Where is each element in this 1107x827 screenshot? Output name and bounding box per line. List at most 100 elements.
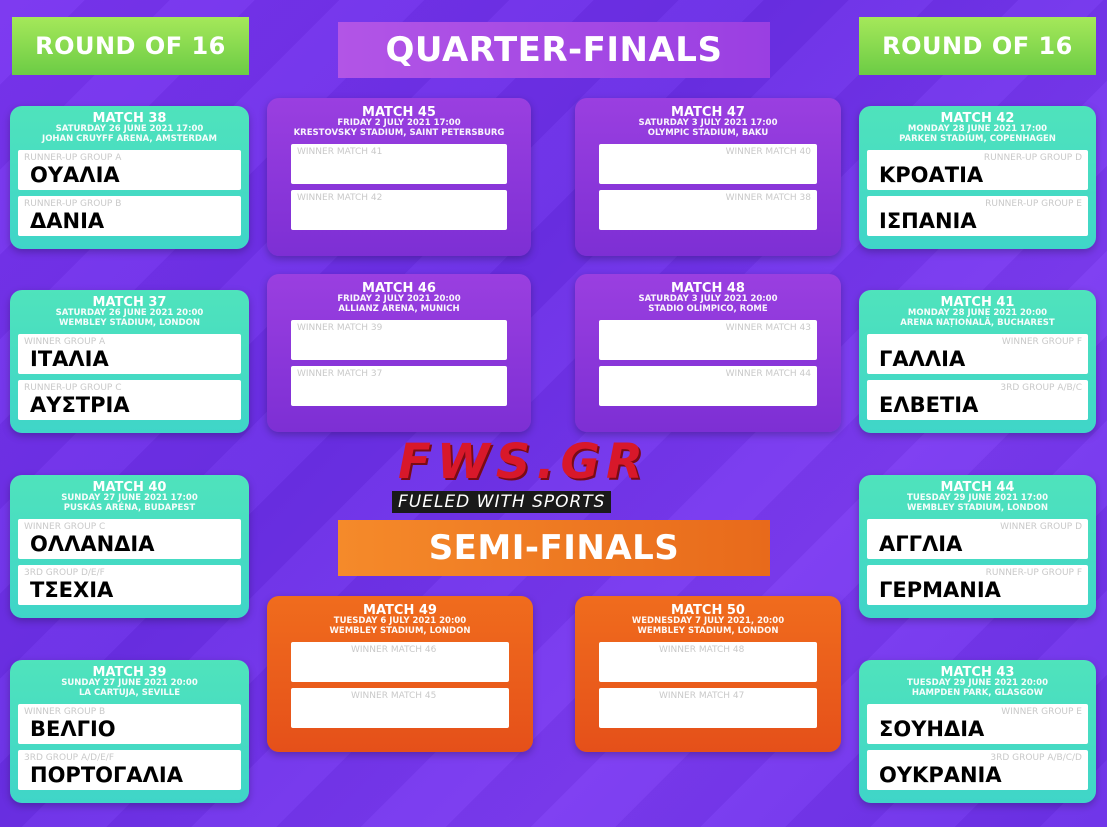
match-title: MATCH 38: [92, 111, 167, 126]
match-card-right-r16-2: MATCH 41 MONDAY 28 JUNE 2021 20:00 ARENA…: [859, 290, 1096, 433]
team-slot[interactable]: 3RD GROUP A/D/E/F ΠΟΡΤΟΓΑΛΙΑ: [18, 750, 241, 790]
team-slot[interactable]: RUNNER-UP GROUP C ΑΥΣΤΡΙΑ: [18, 380, 241, 420]
match-title: MATCH 37: [92, 295, 167, 310]
team-slot[interactable]: WINNER MATCH 41: [291, 144, 507, 184]
match-card-sf-49: MATCH 49 TUESDAY 6 JULY 2021 20:00 WEMBL…: [267, 596, 533, 752]
team-name: ΒΕΛΓΙΟ: [30, 717, 116, 741]
team-name: ΑΓΓΛΙΑ: [879, 532, 963, 556]
team-slot[interactable]: WINNER GROUP E ΣΟΥΗΔΙΑ: [867, 704, 1088, 744]
team-slot[interactable]: RUNNER-UP GROUP B ΔΑΝΙΑ: [18, 196, 241, 236]
match-venue: PARKEN STADIUM, COPENHAGEN: [899, 133, 1056, 144]
slot-label: WINNER MATCH 37: [297, 369, 383, 379]
match-card-left-r16-2: MATCH 37 SATURDAY 26 JUNE 2021 20:00 WEM…: [10, 290, 249, 433]
slot-label: 3RD GROUP A/B/C: [1000, 383, 1082, 393]
match-date: MONDAY 28 JUNE 2021 20:00: [907, 308, 1048, 318]
match-venue: KRESTOVSKY STADIUM, SAINT PETERSBURG: [293, 127, 505, 138]
team-slot[interactable]: RUNNER-UP GROUP E ΙΣΠΑΝΙΑ: [867, 196, 1088, 236]
team-slot[interactable]: WINNER MATCH 45: [291, 688, 509, 728]
match-card-right-r16-1: MATCH 42 MONDAY 28 JUNE 2021 17:00 PARKE…: [859, 106, 1096, 249]
slot-label: WINNER MATCH 42: [297, 193, 383, 203]
slot-label: 3RD GROUP D/E/F: [24, 568, 105, 578]
match-title: MATCH 50: [671, 603, 745, 618]
team-slot[interactable]: 3RD GROUP A/B/C/D ΟΥΚΡΑΝΙΑ: [867, 750, 1088, 790]
slot-label: WINNER GROUP A: [24, 337, 106, 347]
team-name: ΕΛΒΕΤΙΑ: [879, 393, 979, 417]
team-name: ΙΤΑΛΙΑ: [30, 347, 109, 371]
match-title: MATCH 39: [92, 665, 167, 680]
slot-label: RUNNER-UP GROUP D: [983, 153, 1082, 163]
team-slot[interactable]: WINNER MATCH 46: [291, 642, 509, 682]
slot-label: WINNER GROUP F: [1001, 337, 1082, 347]
team-name: ΣΟΥΗΔΙΑ: [879, 717, 985, 741]
team-slot[interactable]: WINNER GROUP D ΑΓΓΛΙΑ: [867, 519, 1088, 559]
match-title: MATCH 45: [362, 105, 436, 120]
match-date: FRIDAY 2 JULY 2021 20:00: [337, 294, 461, 304]
team-slot[interactable]: WINNER MATCH 43: [599, 320, 817, 360]
slot-label: WINNER MATCH 44: [725, 369, 811, 379]
match-date: TUESDAY 29 JUNE 2021 20:00: [907, 678, 1048, 688]
match-venue: ALLIANZ ARENA, MUNICH: [338, 303, 460, 314]
team-name: ΤΣΕΧΙΑ: [30, 578, 114, 602]
match-date: SATURDAY 26 JUNE 2021 20:00: [55, 308, 204, 318]
team-name: ΙΣΠΑΝΙΑ: [879, 209, 977, 233]
match-date: SATURDAY 26 JUNE 2021 17:00: [55, 124, 204, 134]
match-title: MATCH 49: [363, 603, 437, 618]
match-card-sf-50: MATCH 50 WEDNESDAY 7 JULY 2021, 20:00 WE…: [575, 596, 841, 752]
team-slot[interactable]: WINNER MATCH 39: [291, 320, 507, 360]
team-slot[interactable]: WINNER MATCH 47: [599, 688, 817, 728]
team-name: ΓΕΡΜΑΝΙΑ: [879, 578, 1001, 602]
slot-label: WINNER MATCH 40: [725, 147, 811, 157]
match-card-qf-45: MATCH 45 FRIDAY 2 JULY 2021 17:00 KRESTO…: [267, 98, 531, 256]
match-date: FRIDAY 2 JULY 2021 17:00: [337, 118, 461, 128]
match-title: MATCH 46: [362, 281, 436, 296]
match-venue: WEMBLEY STADIUM, LONDON: [907, 502, 1048, 513]
match-card-left-r16-4: MATCH 39 SUNDAY 27 JUNE 2021 20:00 LA CA…: [10, 660, 249, 803]
team-slot[interactable]: WINNER GROUP F ΓΑΛΛΙΑ: [867, 334, 1088, 374]
round-of-16-right-header: ROUND OF 16: [859, 17, 1096, 75]
team-slot[interactable]: RUNNER-UP GROUP F ΓΕΡΜΑΝΙΑ: [867, 565, 1088, 605]
quarter-finals-header: QUARTER-FINALS: [338, 22, 770, 78]
match-title: MATCH 40: [92, 480, 167, 495]
team-slot[interactable]: WINNER GROUP A ΙΤΑΛΙΑ: [18, 334, 241, 374]
team-slot[interactable]: WINNER MATCH 40: [599, 144, 817, 184]
match-title: MATCH 41: [940, 295, 1015, 310]
team-name: ΟΥΑΛΙΑ: [30, 163, 120, 187]
match-title: MATCH 47: [671, 105, 745, 120]
match-date: SUNDAY 27 JUNE 2021 17:00: [61, 493, 198, 503]
slot-label: RUNNER-UP GROUP A: [24, 153, 122, 163]
team-slot[interactable]: WINNER MATCH 38: [599, 190, 817, 230]
match-title: MATCH 44: [940, 480, 1015, 495]
match-date: SATURDAY 3 JULY 2021 17:00: [638, 118, 778, 128]
slot-label: WINNER MATCH 43: [725, 323, 811, 333]
team-name: ΟΥΚΡΑΝΙΑ: [879, 763, 1002, 787]
team-name: ΔΑΝΙΑ: [30, 209, 105, 233]
match-venue: WEMBLEY STADIUM, LONDON: [59, 317, 200, 328]
match-card-qf-48: MATCH 48 SATURDAY 3 JULY 2021 20:00 STAD…: [575, 274, 841, 432]
round-of-16-left-header: ROUND OF 16: [12, 17, 249, 75]
team-slot[interactable]: RUNNER-UP GROUP A ΟΥΑΛΙΑ: [18, 150, 241, 190]
slot-label: WINNER MATCH 46: [351, 645, 437, 655]
team-slot[interactable]: WINNER MATCH 48: [599, 642, 817, 682]
slot-label: WINNER MATCH 38: [725, 193, 811, 203]
team-slot[interactable]: WINNER MATCH 44: [599, 366, 817, 406]
match-card-qf-46: MATCH 46 FRIDAY 2 JULY 2021 20:00 ALLIAN…: [267, 274, 531, 432]
slot-label: WINNER MATCH 39: [297, 323, 383, 333]
team-slot[interactable]: WINNER GROUP C ΟΛΛΑΝΔΙΑ: [18, 519, 241, 559]
logo-main-text: FWS.GR: [398, 434, 649, 490]
match-venue: PUSKÁS ARÉNA, BUDAPEST: [63, 502, 196, 513]
team-slot[interactable]: WINNER GROUP B ΒΕΛΓΙΟ: [18, 704, 241, 744]
team-slot[interactable]: WINNER MATCH 42: [291, 190, 507, 230]
team-slot[interactable]: 3RD GROUP A/B/C ΕΛΒΕΤΙΑ: [867, 380, 1088, 420]
match-card-left-r16-3: MATCH 40 SUNDAY 27 JUNE 2021 17:00 PUSKÁ…: [10, 475, 249, 618]
slot-label: RUNNER-UP GROUP B: [24, 199, 122, 209]
match-venue: ARENA NAȚIONALĂ, BUCHAREST: [900, 317, 1055, 328]
team-slot[interactable]: 3RD GROUP D/E/F ΤΣΕΧΙΑ: [18, 565, 241, 605]
slot-label: WINNER GROUP E: [1001, 707, 1082, 717]
team-name: ΠΟΡΤΟΓΑΛΙΑ: [30, 763, 183, 787]
match-date: TUESDAY 29 JUNE 2021 17:00: [907, 493, 1048, 503]
semi-finals-header: SEMI-FINALS: [338, 520, 770, 576]
team-slot[interactable]: RUNNER-UP GROUP D ΚΡΟΑΤΙΑ: [867, 150, 1088, 190]
team-slot[interactable]: WINNER MATCH 37: [291, 366, 507, 406]
match-date: SUNDAY 27 JUNE 2021 20:00: [61, 678, 198, 688]
slot-label: WINNER MATCH 41: [297, 147, 383, 157]
